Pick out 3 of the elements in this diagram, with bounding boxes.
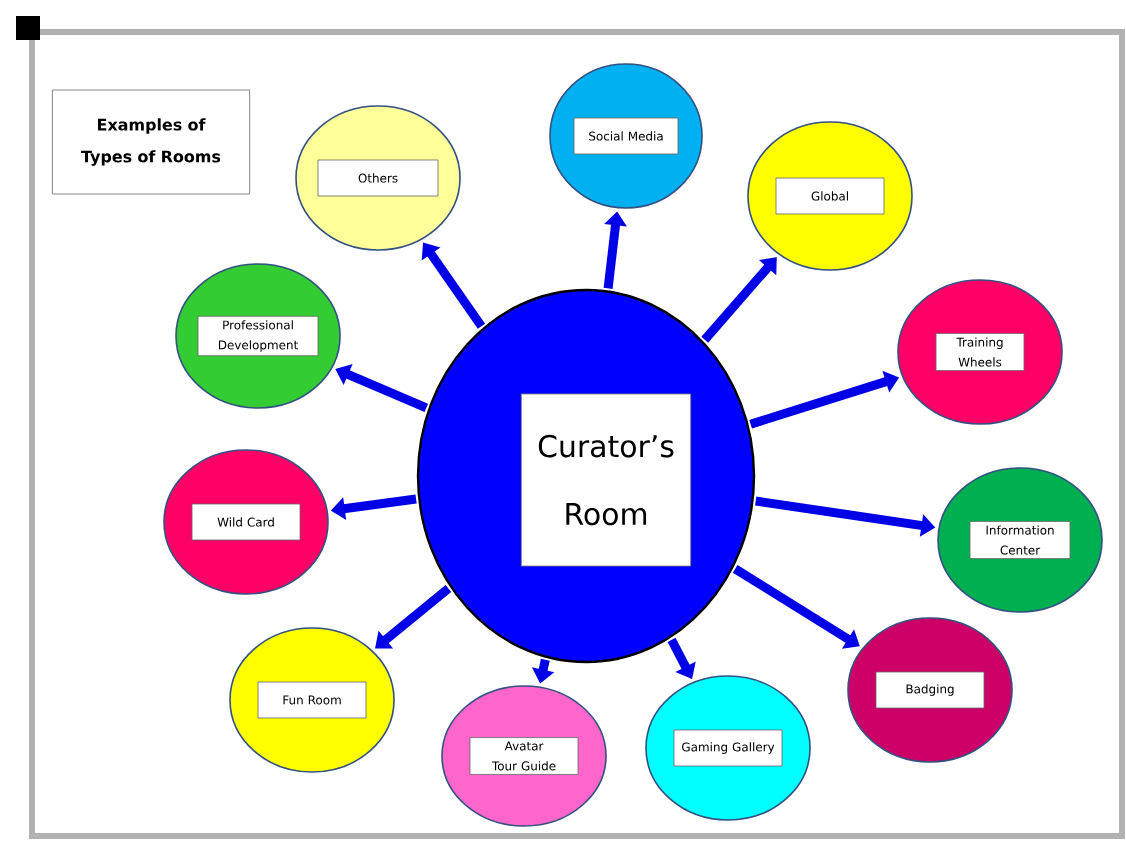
block-arrow — [701, 257, 777, 343]
block-arrow — [732, 565, 860, 649]
block-arrow — [375, 585, 452, 649]
